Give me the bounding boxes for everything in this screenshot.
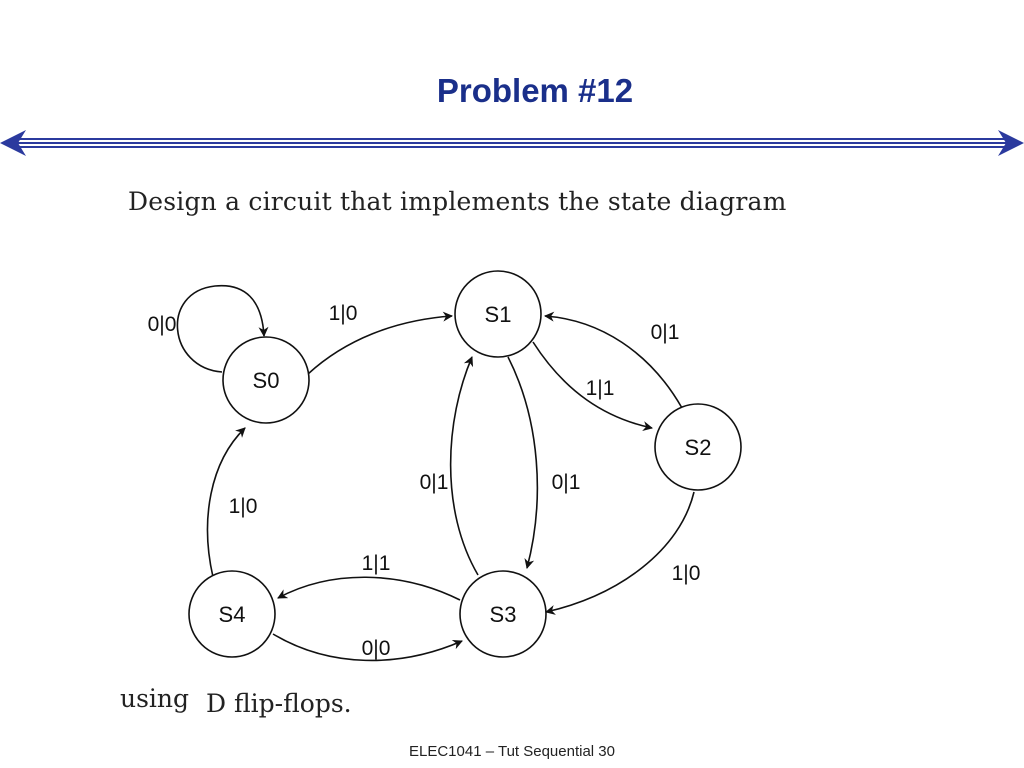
edge-label-s0-s1: 1|0 xyxy=(329,302,358,325)
state-s0: S0 xyxy=(222,336,310,424)
title-divider-arrow xyxy=(0,130,1024,156)
edge-s2-s3 xyxy=(545,491,695,615)
suffix-flip-flops: D flip-flops. xyxy=(206,689,352,718)
edge-s1-s2 xyxy=(532,341,653,432)
edge-label-s2-s1: 0|1 xyxy=(651,321,680,344)
edge-label-s1-s2: 1|1 xyxy=(586,377,615,400)
state-s3: S3 xyxy=(459,570,547,658)
state-s2-label: S2 xyxy=(685,435,712,460)
state-s1-label: S1 xyxy=(485,302,512,327)
edge-s3-s1 xyxy=(449,356,479,576)
edge-s4-s0 xyxy=(206,427,246,578)
state-diagram: S0 S1 S2 S3 S4 0|0 1|0 0|1 1|1 0|1 0|1 1… xyxy=(120,270,742,718)
state-s4: S4 xyxy=(188,570,276,658)
edge-s4-s3 xyxy=(272,633,463,662)
edge-label-s3-s1: 0|1 xyxy=(420,471,449,494)
state-s0-label: S0 xyxy=(253,368,280,393)
slide-title: Problem #12 xyxy=(436,72,634,109)
edge-label-s4-s3: 0|0 xyxy=(362,637,391,660)
edge-s3-s4 xyxy=(277,576,461,601)
edge-s2-s1 xyxy=(544,311,683,409)
edge-label-s3-s4: 1|1 xyxy=(362,552,391,575)
edge-label-s0-s0: 0|0 xyxy=(148,313,177,336)
problem-prompt: Design a circuit that implements the sta… xyxy=(128,187,787,216)
state-s2: S2 xyxy=(654,403,742,491)
edge-s0-s1 xyxy=(307,311,453,375)
state-s4-label: S4 xyxy=(219,602,246,627)
edge-label-s1-s3: 0|1 xyxy=(552,471,581,494)
edge-s1-s3 xyxy=(507,356,539,569)
suffix-using: using xyxy=(120,684,189,713)
state-s1: S1 xyxy=(454,270,542,358)
state-s3-label: S3 xyxy=(490,602,517,627)
edge-label-s4-s0: 1|0 xyxy=(229,495,258,518)
edge-label-s2-s3: 1|0 xyxy=(672,562,701,585)
edge-s0-s0 xyxy=(176,284,269,373)
slide-footer: ELEC1041 – Tut Sequential 30 xyxy=(409,743,615,760)
